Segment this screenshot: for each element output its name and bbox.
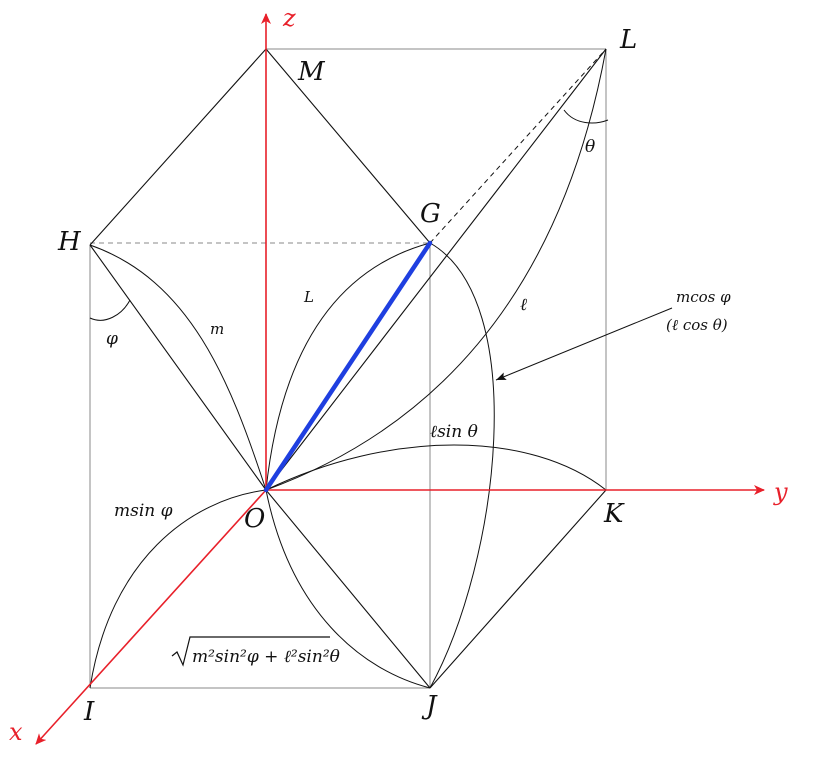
sqrt-expression: m²sin²φ + ℓ²sin²θ bbox=[171, 636, 340, 667]
point-label-k: K bbox=[603, 499, 625, 529]
label-msin-phi: msin φ bbox=[114, 501, 173, 521]
label-mcos-phi: mcos φ bbox=[676, 288, 731, 306]
sqrt-sign bbox=[171, 636, 330, 667]
angle-theta-arc bbox=[563, 109, 609, 124]
point-label-o: O bbox=[244, 504, 265, 534]
edge-jk bbox=[429, 489, 607, 689]
box-frame bbox=[89, 48, 607, 689]
point-label-j: J bbox=[421, 691, 438, 721]
label-curve-l: L bbox=[303, 288, 314, 306]
label-ellcos-theta: (ℓ cos θ) bbox=[666, 316, 728, 334]
axis-label-z: z bbox=[282, 4, 296, 32]
point-label-l: L bbox=[619, 25, 637, 55]
curve-gj bbox=[429, 242, 495, 689]
edge-mg bbox=[265, 48, 431, 244]
label-theta: θ bbox=[585, 137, 595, 157]
vector-og bbox=[263, 240, 433, 493]
edge-ol bbox=[265, 48, 607, 491]
label-ell: ℓ bbox=[520, 295, 527, 315]
curve-ell bbox=[265, 48, 607, 491]
curve-L bbox=[265, 242, 431, 491]
diagonal-edges bbox=[89, 48, 607, 689]
label-sqrt-expr: m²sin²φ + ℓ²sin²θ bbox=[192, 647, 340, 667]
label-m: m bbox=[210, 320, 224, 338]
label-ellsin-theta: ℓsin θ bbox=[430, 422, 478, 442]
point-label-h: H bbox=[57, 227, 82, 257]
label-phi: φ bbox=[106, 329, 118, 349]
curved-arcs bbox=[89, 48, 607, 689]
edge-hm bbox=[89, 48, 267, 246]
x-axis bbox=[35, 489, 267, 745]
point-label-g: G bbox=[420, 199, 441, 229]
curve-msin bbox=[89, 489, 267, 689]
coordinate-axes bbox=[35, 13, 765, 745]
axis-label-x: x bbox=[9, 718, 23, 746]
angle-arcs bbox=[89, 109, 609, 321]
point-label-i: I bbox=[83, 697, 95, 727]
frame-gl-dashed bbox=[429, 48, 607, 244]
curve-m bbox=[89, 244, 267, 491]
annotation-arrow bbox=[495, 307, 673, 381]
curve-sqrt bbox=[265, 489, 431, 689]
curve-ellsin bbox=[265, 444, 607, 491]
edge-ho bbox=[89, 244, 267, 491]
angle-phi-arc bbox=[89, 299, 131, 321]
axis-label-y: y bbox=[773, 478, 788, 506]
edge-oj bbox=[265, 489, 431, 689]
point-label-m: M bbox=[297, 57, 326, 87]
